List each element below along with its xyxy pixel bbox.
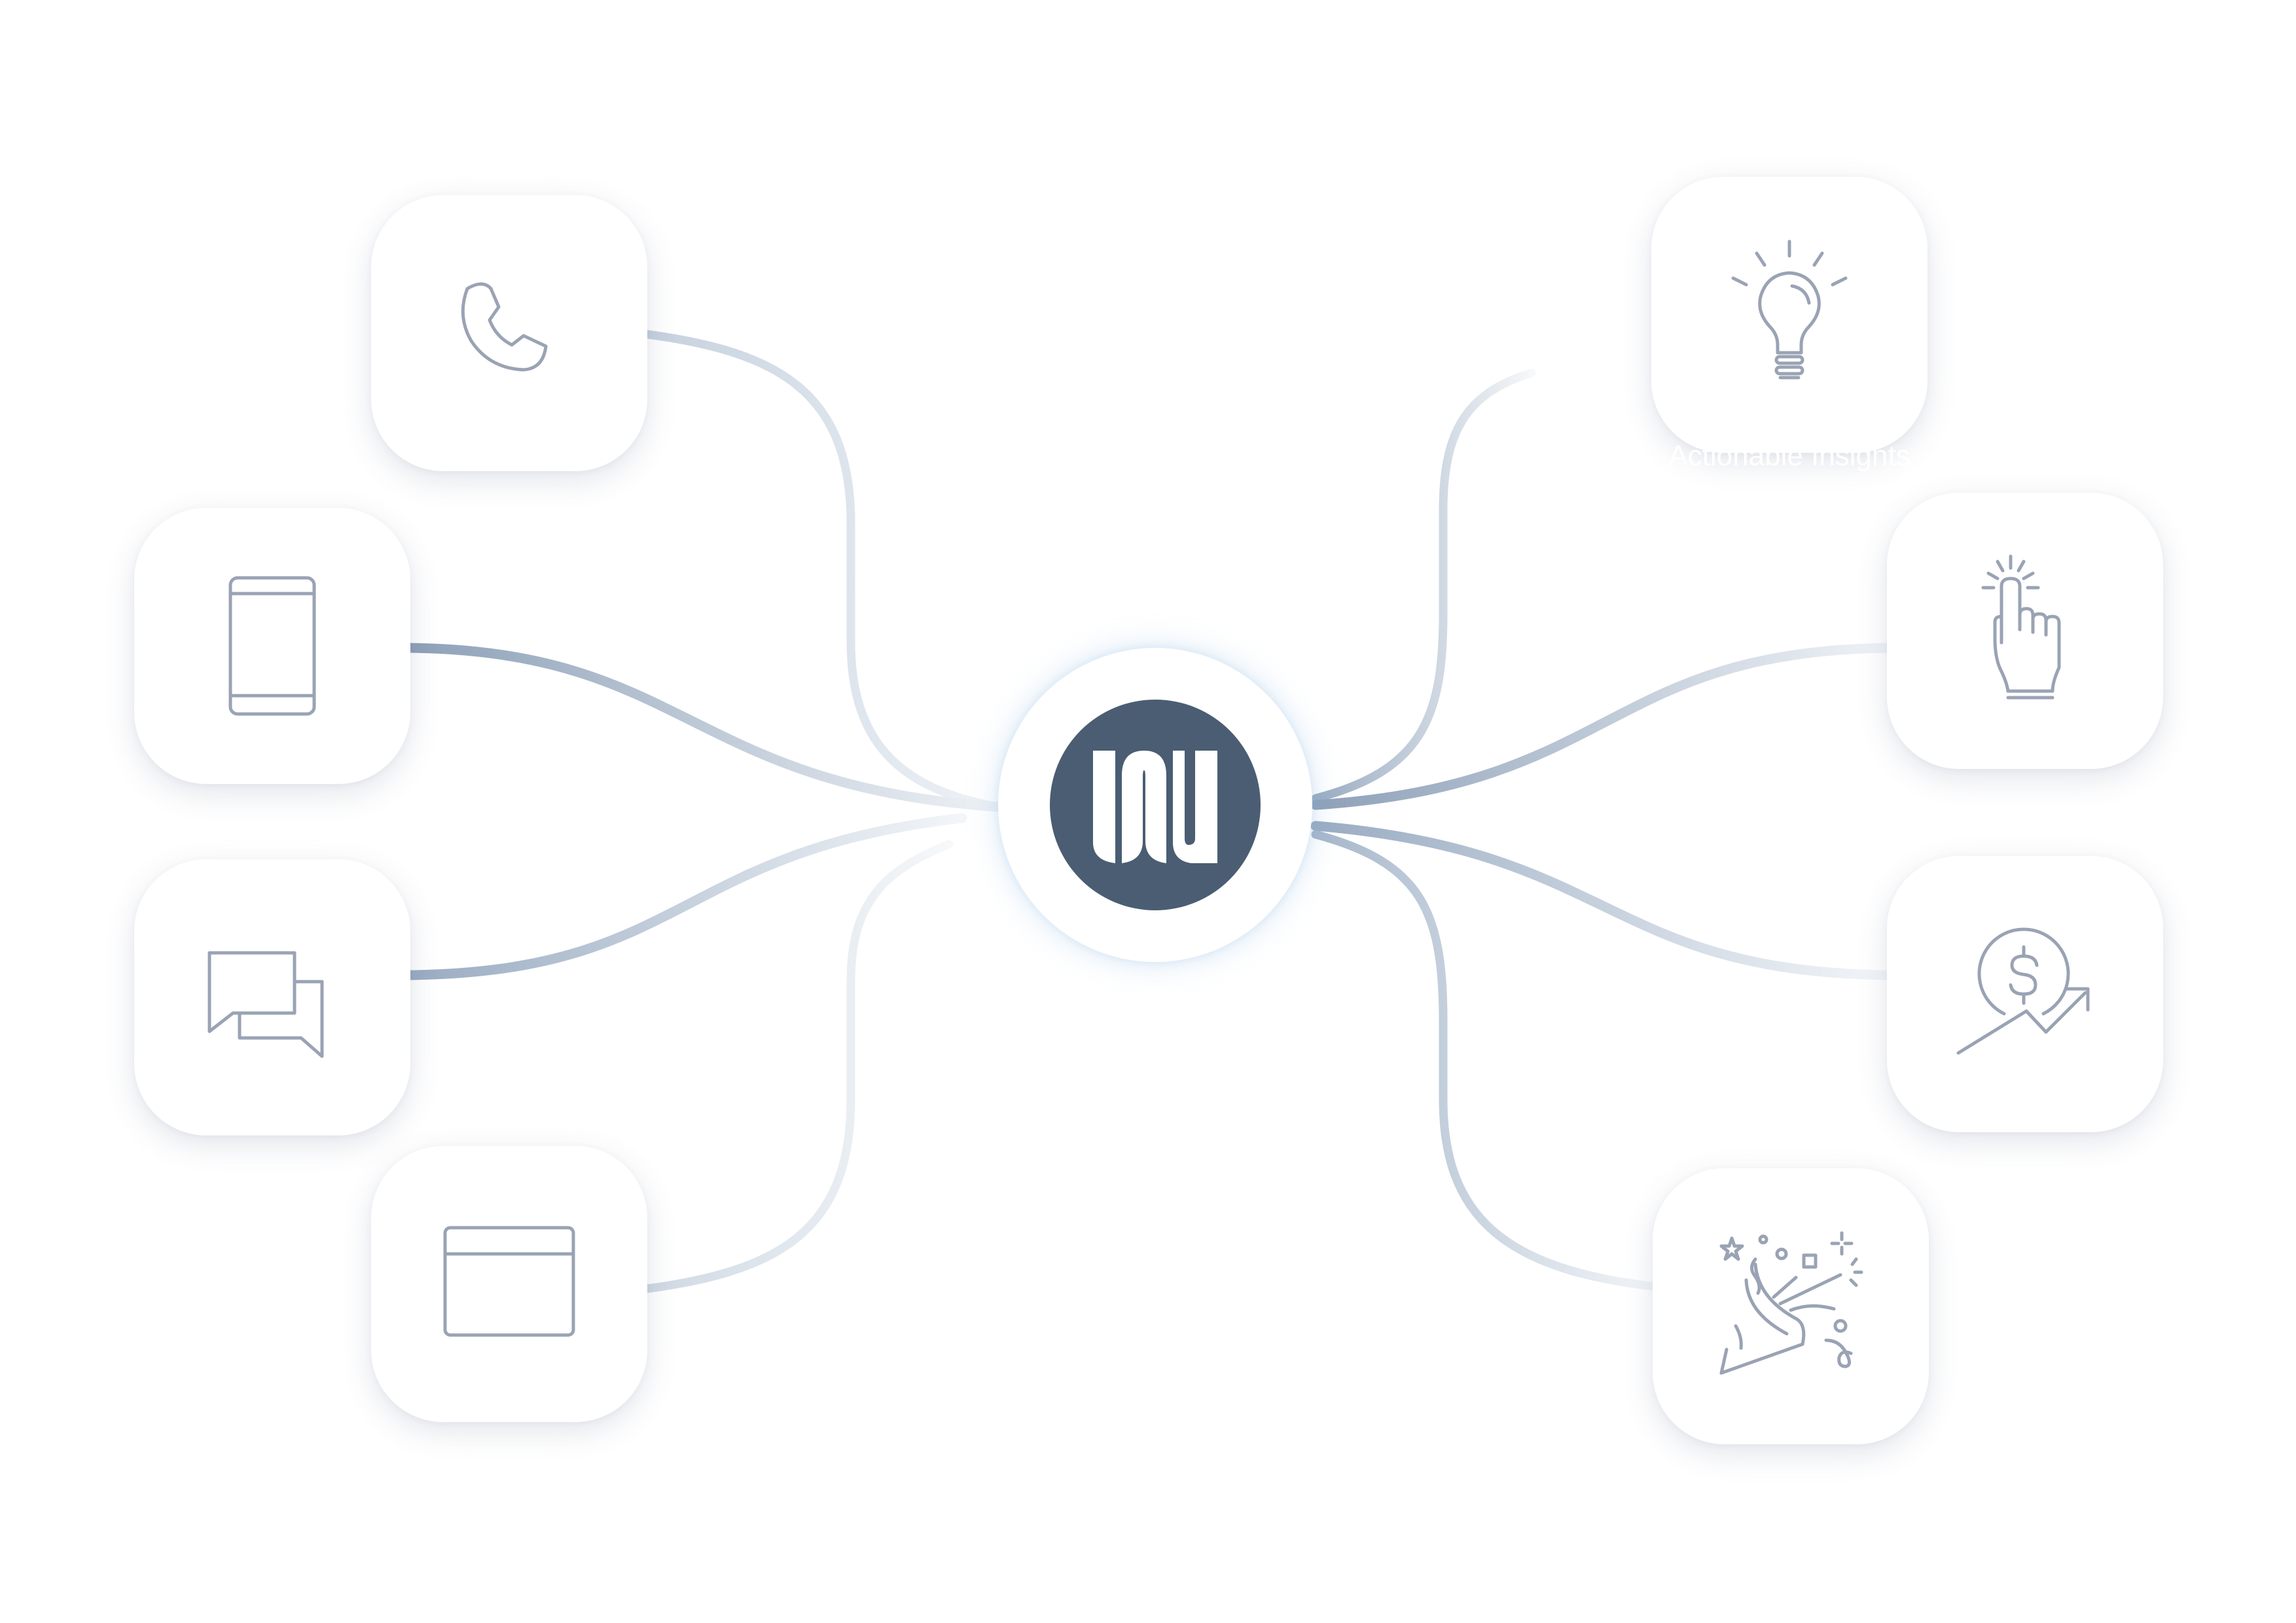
connector-chat: [406, 813, 967, 980]
tile-insights-label: Actionable Insights: [1668, 440, 1910, 472]
tile-chat: [134, 859, 410, 1135]
tile-phone: [371, 195, 647, 471]
connector-action: [1310, 643, 1893, 810]
connector-insights: [1311, 368, 1536, 803]
brand-monogram-icon: [1093, 751, 1217, 863]
phone-icon: [461, 282, 548, 372]
browser-window-icon: [443, 1226, 575, 1337]
tile-insights: Actionable Insights: [1651, 177, 1928, 472]
connector-mobile: [406, 643, 1003, 812]
lightbulb-icon: [1731, 240, 1848, 380]
tile-web: [371, 1146, 647, 1422]
party-popper-icon: [1719, 1231, 1863, 1375]
hub-logo: [1050, 700, 1261, 910]
tile-revenue: [1887, 856, 2163, 1132]
connector-revenue: [1310, 821, 1893, 980]
tile-action: [1887, 493, 2163, 769]
connector-web: [643, 840, 954, 1293]
connector-celebrate: [1311, 830, 1660, 1291]
tile-mobile: [134, 508, 410, 784]
mobile-device-icon: [228, 576, 316, 716]
hand-tap-icon: [1981, 554, 2061, 700]
chat-bubbles-icon: [207, 951, 324, 1058]
tile-celebrate: [1653, 1168, 1929, 1444]
dollar-growth-icon: [1956, 927, 2090, 1055]
connector-phone: [643, 330, 1003, 812]
